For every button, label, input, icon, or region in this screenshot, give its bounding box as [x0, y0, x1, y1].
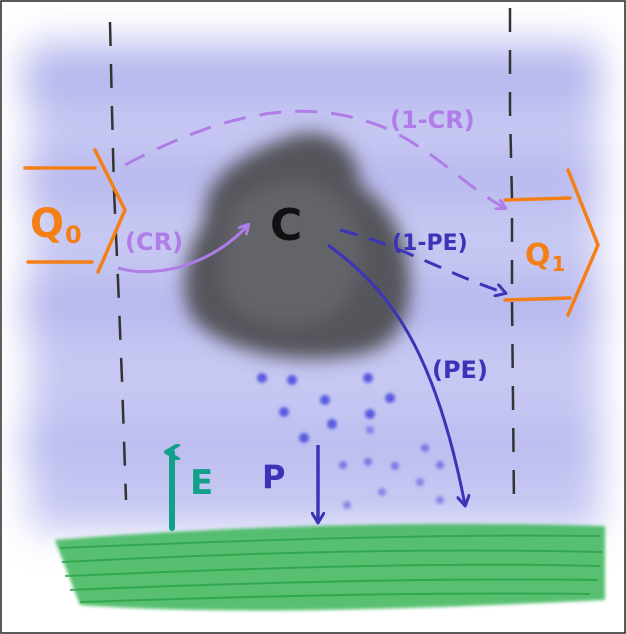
inflow-label: Q0 — [30, 201, 82, 249]
precipitation-label: P — [262, 458, 285, 496]
rain-dots — [257, 373, 444, 509]
inflow-bracket — [23, 148, 127, 274]
pass-through-arrow — [124, 109, 505, 208]
precip-eff-arrow — [327, 243, 465, 505]
outflow-label: Q1 — [525, 238, 565, 276]
cloud-label: C — [270, 200, 302, 251]
not-precip-label: (1-PE) — [392, 231, 468, 256]
evaporation-label: E — [190, 463, 213, 503]
cloud — [184, 132, 410, 359]
not-precip-arrow — [339, 228, 505, 293]
capture-ratio-label: (CR) — [125, 228, 183, 256]
capture-arrow — [117, 225, 248, 274]
pass-through-label: (1-CR) — [390, 106, 475, 134]
right-boundary — [508, 8, 516, 507]
outflow-bracket — [503, 168, 600, 317]
precip-eff-label: (PE) — [432, 356, 488, 384]
ground — [55, 523, 605, 611]
